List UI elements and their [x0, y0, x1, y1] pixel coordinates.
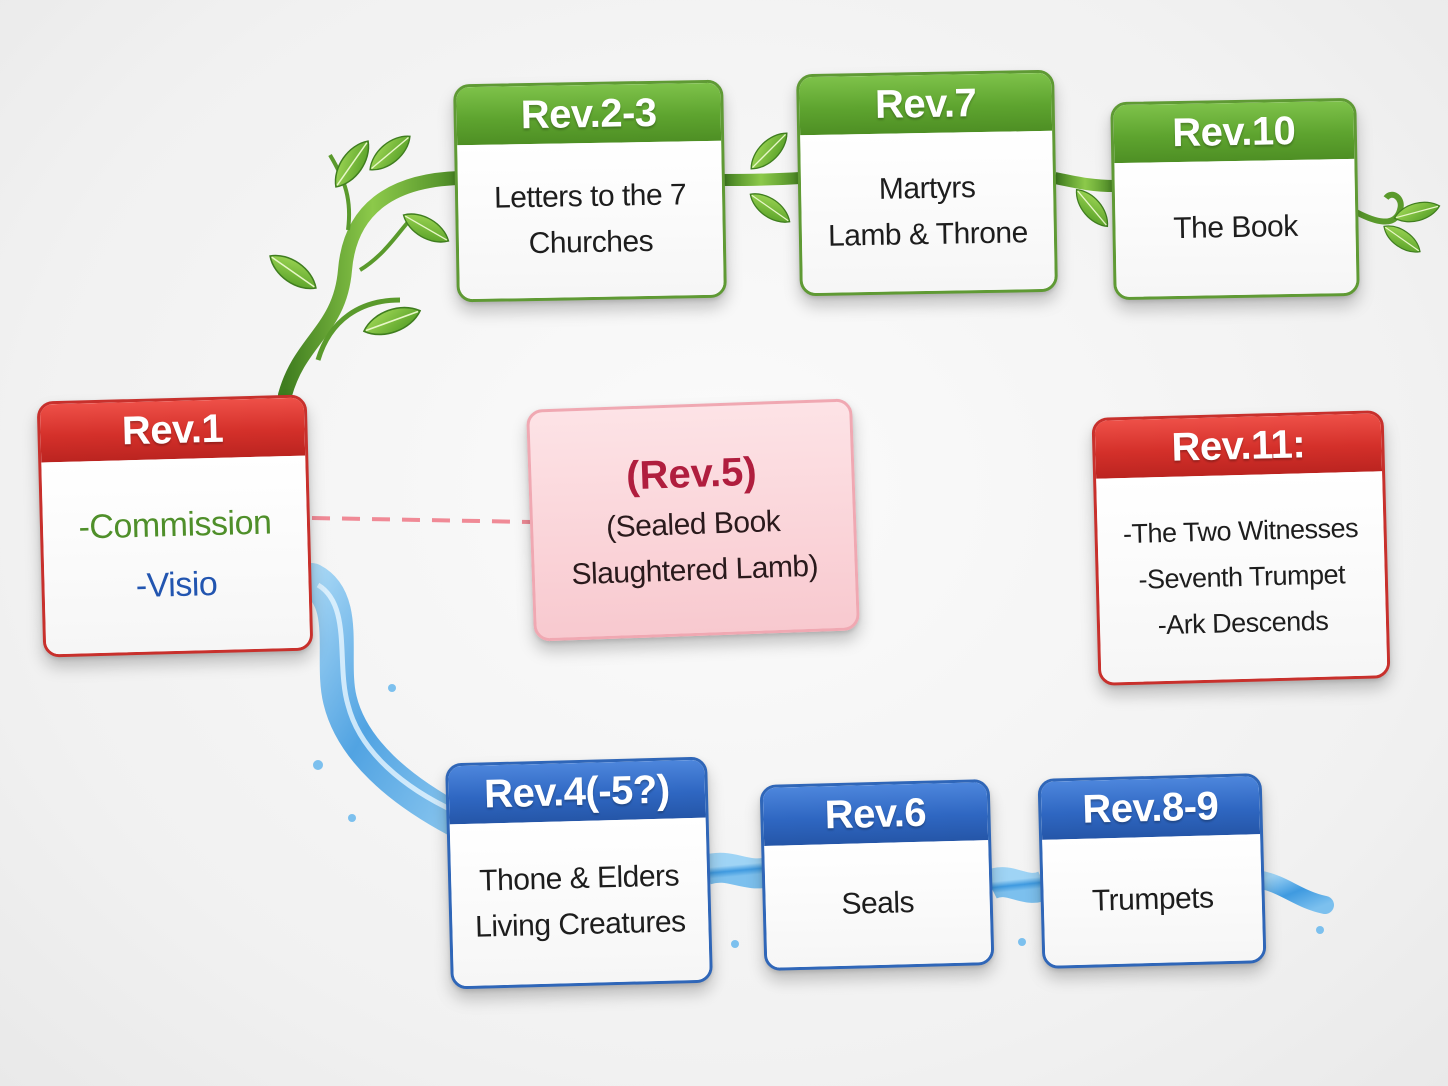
card-line: Slaughtered Lamb)	[570, 549, 819, 592]
water-stream-icon	[295, 563, 1334, 948]
card-rev11[interactable]: Rev.11: -The Two Witnesses -Seventh Trum…	[1091, 410, 1391, 686]
card-body: Thone & Elders Living Creatures	[449, 817, 710, 987]
card-body: -The Two Witnesses -Seventh Trumpet -Ark…	[1096, 471, 1388, 683]
card-title: (Rev.5)	[625, 449, 758, 499]
card-title: Rev.8-9	[1040, 776, 1261, 840]
card-line: Thone & Elders	[478, 859, 680, 898]
card-rev10[interactable]: Rev.10 The Book	[1110, 97, 1360, 301]
card-line: Martyrs	[878, 171, 976, 206]
card-title: Rev.11:	[1094, 413, 1383, 479]
card-body: Trumpets	[1042, 834, 1264, 966]
card-line: Lamb & Throne	[827, 216, 1029, 253]
card-line: Letters to the 7	[493, 178, 687, 215]
card-body: Letters to the 7 Churches	[457, 140, 724, 300]
card-line: -Seventh Trumpet	[1138, 559, 1346, 595]
card-line-commission: -Commission	[78, 503, 272, 547]
card-title: Rev.2-3	[456, 82, 722, 146]
card-rev8-9[interactable]: Rev.8-9 Trumpets	[1037, 773, 1267, 969]
card-rev6[interactable]: Rev.6 Seals	[759, 779, 995, 971]
card-body: -Commission -Visio	[41, 455, 311, 655]
card-body: The Book	[1114, 158, 1357, 298]
card-rev1[interactable]: Rev.1 -Commission -Visio	[36, 394, 314, 658]
dashed-link	[311, 516, 533, 524]
card-body: Martyrs Lamb & Throne	[800, 130, 1055, 294]
card-line: Churches	[528, 224, 654, 261]
card-title: Rev.4(-5?)	[448, 759, 706, 825]
card-title: Rev.7	[799, 72, 1053, 136]
card-line: (Sealed Book	[605, 504, 781, 545]
card-line: The Book	[1173, 209, 1298, 246]
card-line-visio: -Visio	[135, 564, 218, 606]
card-title: Rev.1	[39, 397, 306, 463]
card-line: Trumpets	[1091, 881, 1214, 918]
card-rev2-3[interactable]: Rev.2-3 Letters to the 7 Churches	[453, 79, 727, 303]
card-line: -The Two Witnesses	[1122, 512, 1359, 550]
card-rev7[interactable]: Rev.7 Martyrs Lamb & Throne	[796, 69, 1058, 297]
card-title: Rev.6	[762, 782, 989, 846]
card-rev5[interactable]: (Rev.5) (Sealed Book Slaughtered Lamb)	[526, 398, 860, 642]
card-body: Seals	[764, 840, 992, 968]
card-title: Rev.10	[1113, 100, 1355, 164]
card-line: Seals	[841, 886, 915, 921]
card-rev4-5[interactable]: Rev.4(-5?) Thone & Elders Living Creatur…	[445, 756, 713, 990]
vine-icon	[278, 153, 1404, 402]
card-line: Living Creatures	[474, 905, 686, 944]
card-line: -Ark Descends	[1157, 605, 1329, 641]
